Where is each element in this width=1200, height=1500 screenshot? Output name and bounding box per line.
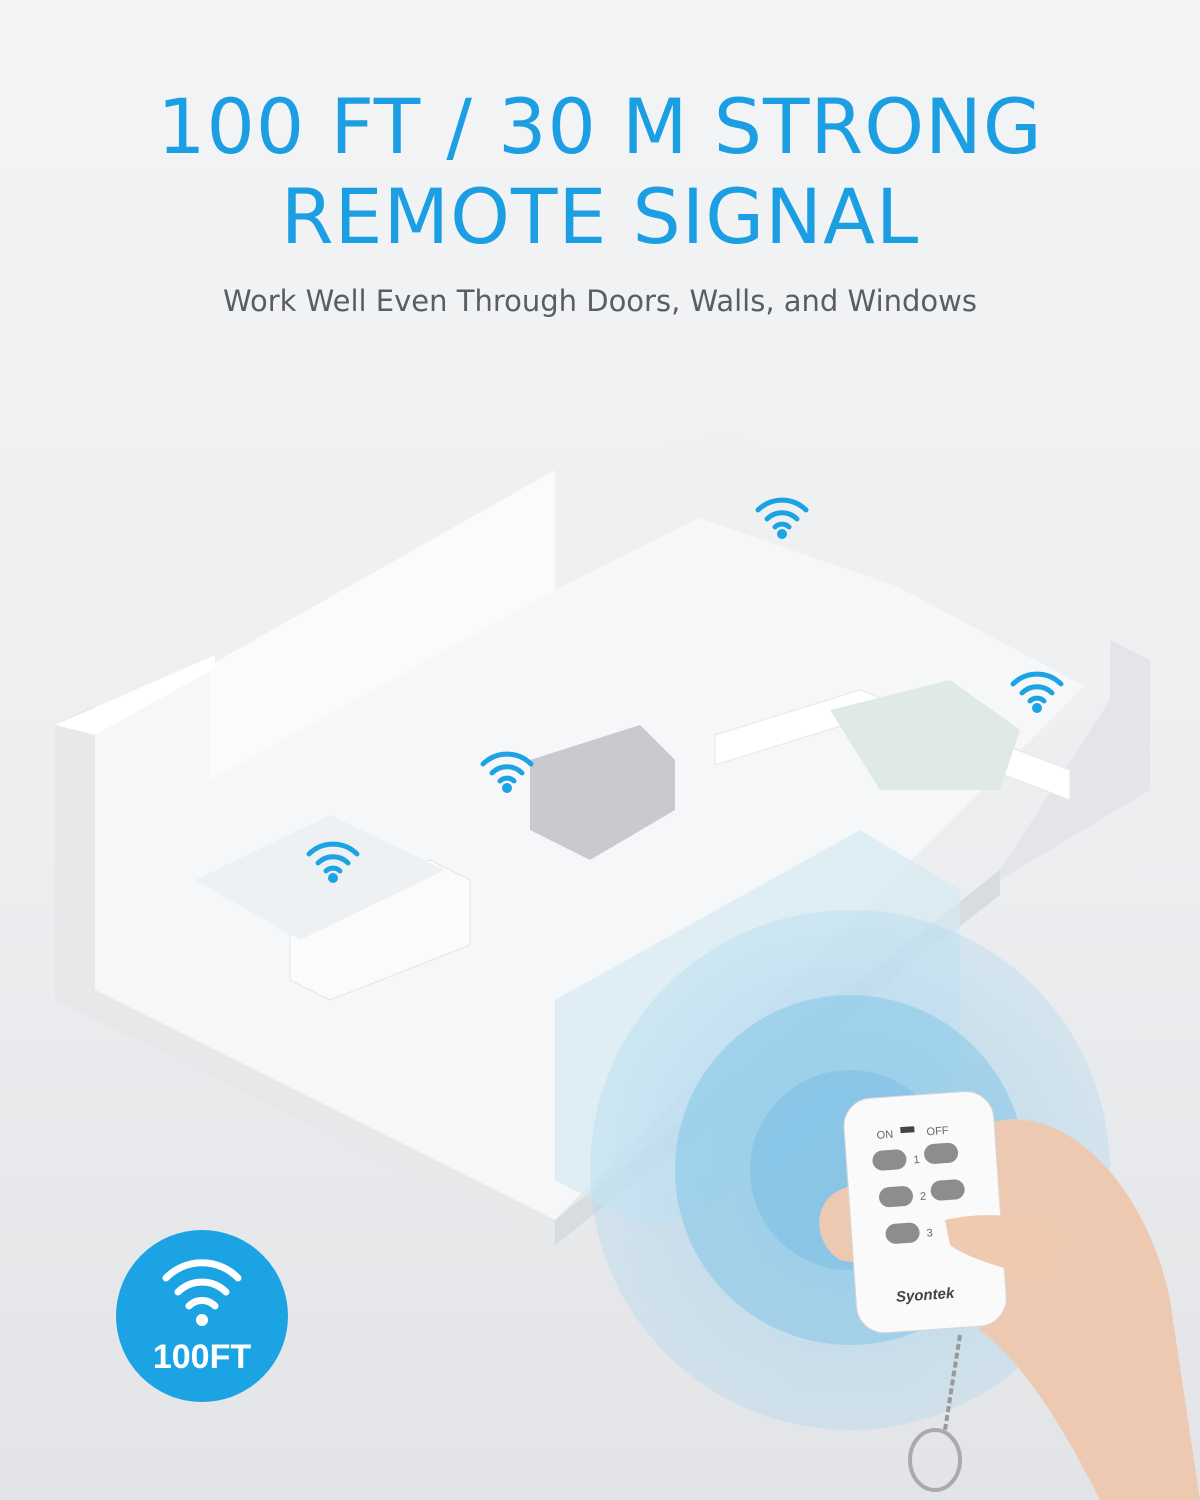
headline: 100 FT / 30 M STRONG REMOTE SIGNAL (0, 82, 1200, 262)
thumb (945, 1215, 1060, 1280)
channel-2-on-button[interactable] (878, 1185, 913, 1208)
bedroom-wall (714, 689, 1071, 801)
channel-2-label: 2 (920, 1191, 927, 1203)
back-wall-left (210, 470, 555, 780)
remote-off-label: OFF (926, 1125, 949, 1139)
headline-line-2: REMOTE SIGNAL (280, 172, 920, 261)
sofa (530, 725, 675, 860)
bed (830, 680, 1020, 790)
bathroom-floor (195, 815, 445, 940)
keychain (943, 1334, 962, 1431)
channel-1-label: 1 (913, 1154, 920, 1166)
kitchen-counter (289, 859, 471, 1001)
range-badge: 100FT (116, 1230, 288, 1402)
wifi-icon (162, 1259, 242, 1326)
key-ring (908, 1428, 962, 1492)
channel-2-off-button[interactable] (930, 1179, 965, 1201)
channel-3-label: 3 (926, 1227, 933, 1239)
right-wall (1000, 640, 1150, 880)
remote-brand-logo: Syontek (895, 1285, 955, 1306)
led-indicator (900, 1126, 915, 1134)
headline-line-1: 100 FT / 30 M STRONG (157, 82, 1043, 171)
left-wall-top (55, 655, 215, 735)
remote-control: ON OFF 1 2 3 Syontek (843, 1091, 1007, 1334)
subtitle: Work Well Even Through Doors, Walls, and… (223, 284, 977, 318)
channel-1-on-button[interactable] (872, 1149, 907, 1171)
channel-3-on-button[interactable] (885, 1222, 920, 1244)
range-badge-label: 100FT (152, 1338, 252, 1376)
wifi-icon (755, 497, 809, 539)
back-wall-right (555, 435, 1110, 700)
channel-1-off-button[interactable] (923, 1142, 959, 1164)
wifi-icon (306, 841, 360, 883)
wifi-icon (480, 751, 534, 793)
remote-on-label: ON (876, 1129, 893, 1142)
wifi-icon (1010, 671, 1064, 713)
